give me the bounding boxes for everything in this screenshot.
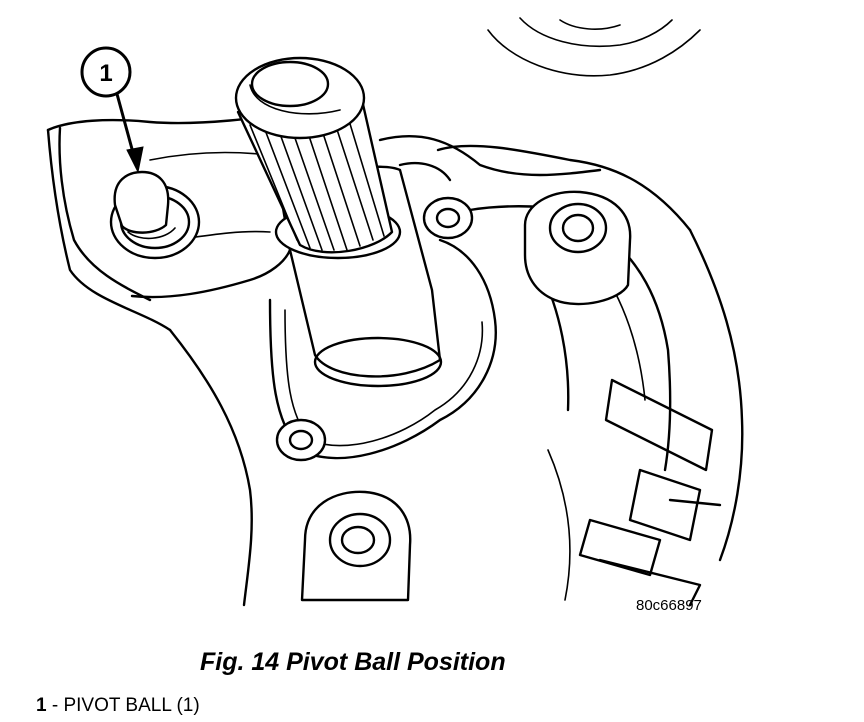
housing-outline [46, 17, 744, 607]
pivot-ball [109, 170, 201, 260]
callout-number: 1 [99, 60, 112, 87]
callout-1: 1 [80, 46, 144, 174]
legend-label: PIVOT BALL (1) [63, 695, 200, 716]
figure-caption: Fig. 14 Pivot Ball Position [200, 648, 506, 676]
legend-separator: - [46, 695, 64, 716]
legend-number: 1 [36, 695, 47, 716]
legend-item: 1 - PIVOT BALL (1) [36, 695, 200, 717]
dowel-boss-lower [300, 490, 412, 602]
bearing-retainer [268, 161, 497, 460]
dowel-boss-right [523, 190, 632, 306]
bolt-boss-lower [275, 418, 327, 462]
image-code: 80c66897 [636, 597, 702, 614]
bolt-boss-upper [422, 196, 474, 240]
transmission-pivot-ball-illustration: 1 80c66897 [46, 17, 744, 614]
housing-ribs [547, 378, 722, 607]
splined-input-shaft [234, 56, 394, 254]
